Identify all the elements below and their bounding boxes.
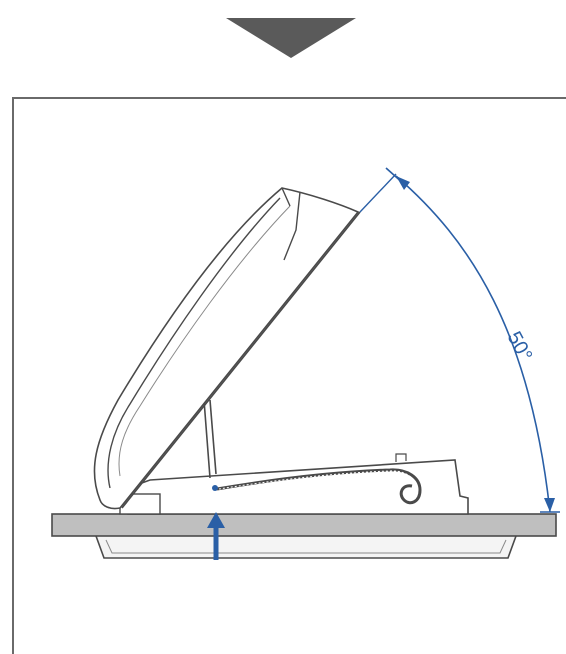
hatch-base [127,459,469,515]
pivot-dot [212,485,218,491]
angle-arrowhead-top [396,176,410,190]
trim-ring-inner [105,539,507,554]
hatch-lid-inner [107,197,281,489]
up-arrow-icon [207,512,225,528]
hatch-lid-rim [118,205,291,477]
panel-frame [12,97,566,654]
hatch-lid [93,187,360,510]
support-strut [209,399,217,475]
hatch-base-knob [395,453,407,462]
down-triangle-icon [226,18,356,58]
hatch-lid-edge [121,211,361,509]
angle-arc [395,175,551,513]
support-strut [203,399,211,479]
angle-arrowhead-bottom [544,498,555,512]
angle-reference-line [359,173,397,213]
crank-handle [216,468,422,505]
hatch-lid-top [281,187,301,261]
trim-ring [95,535,517,559]
roof-panel [51,513,557,537]
